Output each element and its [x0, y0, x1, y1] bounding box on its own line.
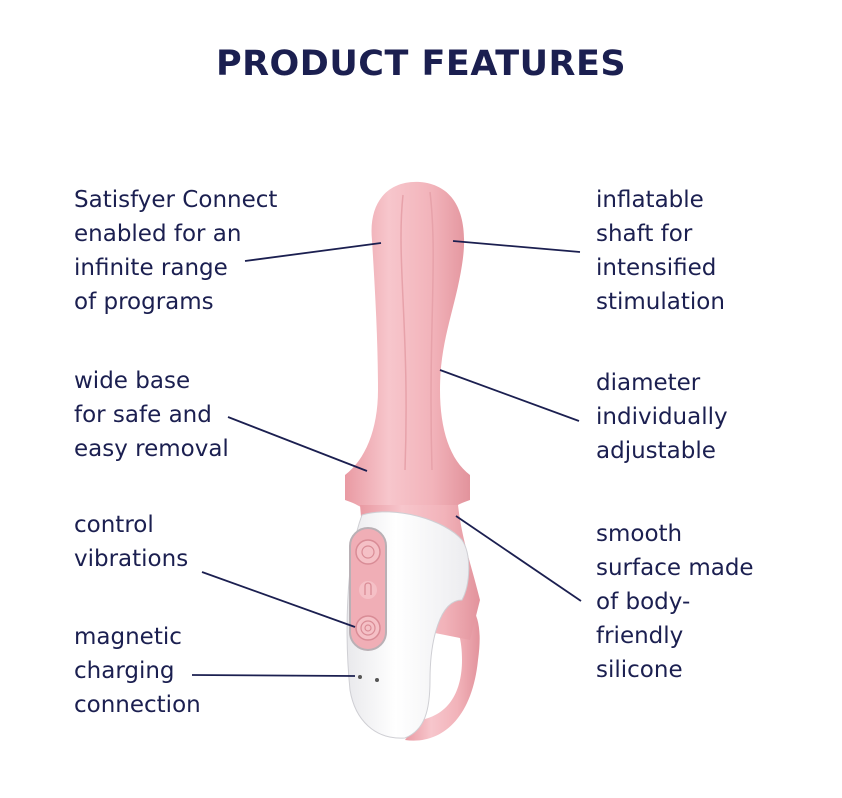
- callout-line-charging: [191, 674, 356, 677]
- callout-line-connect: [244, 242, 382, 262]
- feature-inflatable-shaft: inflatable shaft for intensified stimula…: [596, 183, 725, 319]
- feature-smooth-silicone: smooth surface made of body- friendly si…: [596, 517, 754, 687]
- callout-line-silicone: [455, 515, 582, 602]
- feature-text-line: smooth: [596, 521, 683, 547]
- callout-line-wide-base: [227, 416, 368, 472]
- feature-text-line: of body-: [596, 589, 691, 615]
- feature-text-line: easy removal: [74, 436, 229, 462]
- feature-text-line: for safe and: [74, 402, 212, 428]
- feature-text-line: vibrations: [74, 546, 189, 572]
- callout-line-control: [201, 571, 356, 628]
- feature-text-line: control: [74, 512, 154, 538]
- feature-text-line: adjustable: [596, 438, 716, 464]
- feature-text-line: stimulation: [596, 289, 725, 315]
- feature-text-line: infinite range: [74, 255, 228, 281]
- feature-text-line: magnetic: [74, 624, 182, 650]
- feature-text-line: of programs: [74, 289, 214, 315]
- feature-text-line: friendly: [596, 623, 684, 649]
- feature-text-line: connection: [74, 692, 201, 718]
- feature-text-line: inflatable: [596, 187, 704, 213]
- feature-control-vibrations: control vibrations: [74, 508, 188, 576]
- feature-text-line: enabled for an: [74, 221, 242, 247]
- feature-text-line: surface made: [596, 555, 754, 581]
- feature-text-line: Satisfyer Connect: [74, 187, 278, 213]
- feature-text-line: wide base: [74, 368, 191, 394]
- feature-text-line: diameter: [596, 370, 701, 396]
- feature-wide-base: wide base for safe and easy removal: [74, 364, 229, 466]
- feature-satisfyer-connect: Satisfyer Connect enabled for an infinit…: [74, 183, 277, 319]
- feature-text-line: silicone: [596, 657, 683, 683]
- feature-text-line: charging: [74, 658, 175, 684]
- feature-diameter-adjustable: diameter individually adjustable: [596, 366, 728, 468]
- feature-text-line: intensified: [596, 255, 717, 281]
- callout-line-inflatable: [452, 240, 581, 253]
- feature-text-line: individually: [596, 404, 728, 430]
- callout-line-diameter: [439, 369, 580, 422]
- feature-text-line: shaft for: [596, 221, 693, 247]
- page-title: PRODUCT FEATURES: [215, 44, 627, 84]
- feature-magnetic-charging: magnetic charging connection: [74, 620, 201, 722]
